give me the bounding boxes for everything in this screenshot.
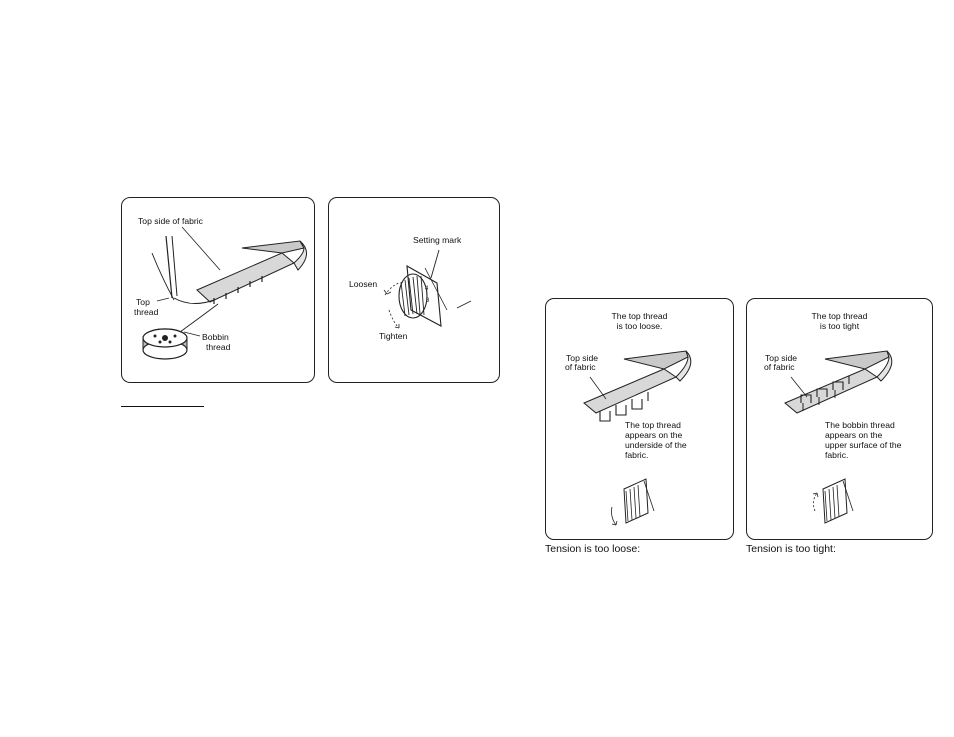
loose-top-side-label-line1: Top side xyxy=(566,353,599,363)
tension-dial-panel: 4 3 Setting mark Loosen Tighten xyxy=(328,197,500,383)
loose-heading-line1: The top thread xyxy=(611,311,668,321)
tight-tension-illustration xyxy=(784,350,893,524)
tight-note-line3: upper surface of the xyxy=(825,440,902,450)
top-side-of-fabric-label: Top side of fabric xyxy=(138,216,203,226)
tension-too-tight-panel: The top thread is too tight Top side of … xyxy=(746,298,933,540)
loose-heading-line2: is too loose. xyxy=(616,321,663,331)
svg-text:3: 3 xyxy=(426,298,430,304)
loosen-label: Loosen xyxy=(349,279,378,289)
section-heading-underline xyxy=(121,406,204,407)
tight-note-line4: fabric. xyxy=(825,450,849,460)
loose-caption: Tension is too loose: xyxy=(545,543,641,555)
tension-too-loose-panel: The top thread is too loose. Top side of… xyxy=(545,298,734,540)
tight-heading-line2: is too tight xyxy=(819,321,860,331)
loose-note-line4: fabric. xyxy=(625,450,649,460)
loose-tension-illustration xyxy=(583,350,692,526)
bobbin-thread-label-line2: thread xyxy=(206,342,231,352)
threading-illustration xyxy=(142,226,307,360)
tight-heading-line1: The top thread xyxy=(811,311,868,321)
loose-note-line2: appears on the xyxy=(625,430,683,440)
setting-mark-label: Setting mark xyxy=(413,235,462,245)
loose-note-line3: underside of the xyxy=(625,440,687,450)
svg-text:4: 4 xyxy=(425,286,429,292)
bobbin-thread-label-line1: Bobbin xyxy=(202,332,229,342)
tight-top-side-label-line1: Top side xyxy=(765,353,798,363)
loose-note-line1: The top thread xyxy=(625,420,681,430)
tight-top-side-label-line2: of fabric xyxy=(764,362,795,372)
tight-note-line2: appears on the xyxy=(825,430,883,440)
top-thread-label-line2: thread xyxy=(134,307,159,317)
threading-diagram-panel: Top side of fabric Top thread Bobbin thr… xyxy=(121,197,315,383)
tighten-label: Tighten xyxy=(379,331,408,341)
tension-dial-illustration: 4 3 xyxy=(383,249,472,329)
loose-top-side-label-line2: of fabric xyxy=(565,362,596,372)
top-thread-label-line1: Top xyxy=(136,297,150,307)
tight-note-line1: The bobbin thread xyxy=(825,420,895,430)
tight-caption: Tension is too tight: xyxy=(746,543,836,555)
